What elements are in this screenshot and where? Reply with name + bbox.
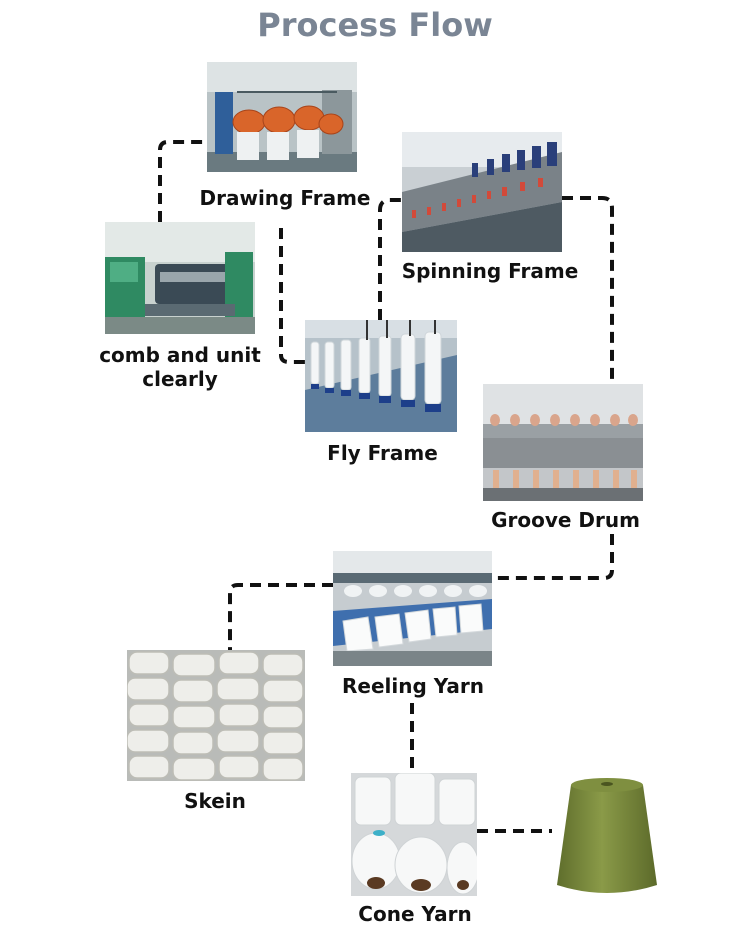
- step-label-comb-unit: comb and unit clearly: [99, 343, 261, 391]
- groove-drum-photo: [483, 384, 643, 501]
- reeling-yarn-photo: [333, 551, 492, 666]
- fly-frame-photo: [305, 320, 457, 432]
- skein-photo: [127, 650, 305, 781]
- step-label-spinning-frame: Spinning Frame: [401, 259, 579, 283]
- connector-comb-drawing: [158, 140, 207, 222]
- connector-groove-reeling: [492, 534, 614, 580]
- connector-spinning-groove: [562, 196, 614, 384]
- step-label-cone-yarn: Cone Yarn: [358, 902, 472, 926]
- spinning-frame-photo: [402, 132, 562, 252]
- comb-unit-photo: [105, 222, 255, 334]
- drawing-frame-photo: [207, 62, 357, 172]
- cone-yarn-photo: [351, 773, 477, 896]
- step-label-fly-frame: Fly Frame: [327, 441, 438, 465]
- step-label-reeling-yarn: Reeling Yarn: [341, 674, 484, 698]
- green-yarn-cone-image: [553, 775, 661, 899]
- step-label-skein: Skein: [184, 789, 246, 813]
- connector-fly-spinning: [378, 198, 402, 320]
- step-label-drawing-frame: Drawing Frame: [199, 186, 371, 210]
- page-title: Process Flow: [257, 6, 493, 44]
- connector-drawing-fly: [279, 228, 305, 364]
- connector-reeling-skein: [228, 583, 333, 650]
- step-label-groove-drum: Groove Drum: [491, 508, 640, 532]
